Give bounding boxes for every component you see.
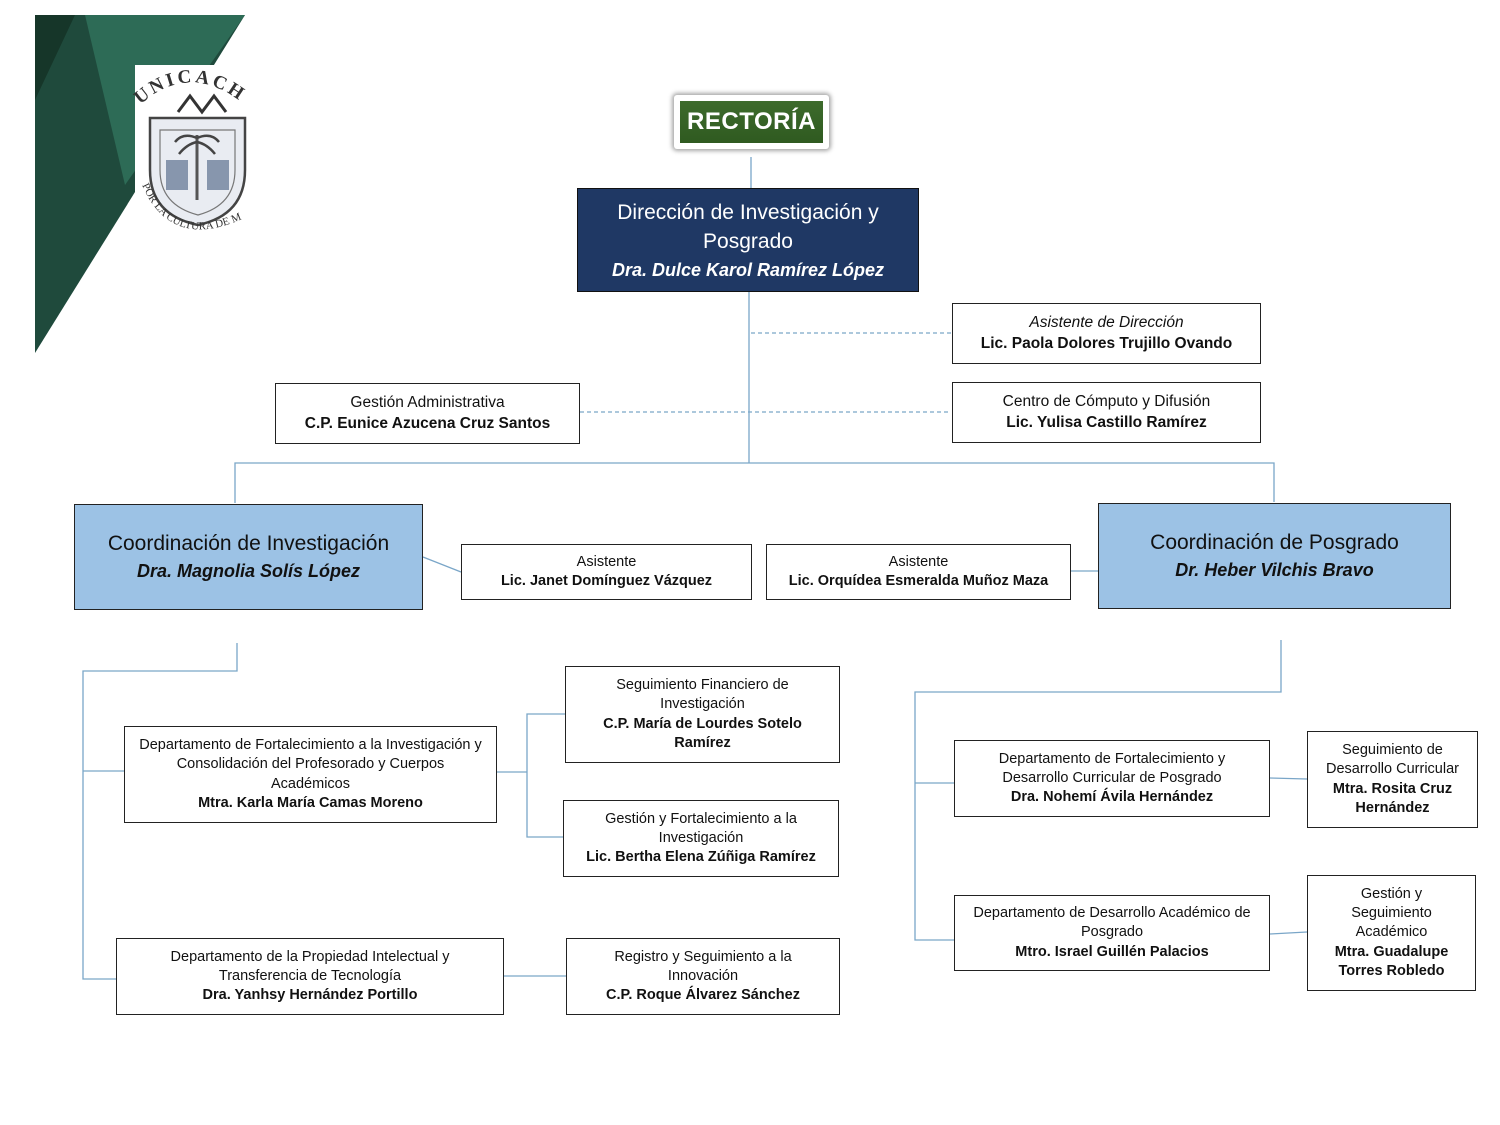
depto-propiedad-intelectual-title: Departamento de la Propiedad Intelectual… [170,948,450,984]
centro-computo-box: Centro de Cómputo y Difusión Lic. Yulisa… [952,382,1261,443]
asistente-direccion-title: Asistente de Dirección [1029,314,1184,332]
gestion-academico-title: Gestión y Seguimiento Académico [1351,886,1432,941]
asistente-investigacion-box: Asistente Lic. Janet Domínguez Vázquez [461,544,752,600]
asistente-posgrado-person: Lic. Orquídea Esmeralda Muñoz Maza [788,573,1049,589]
gestion-fortalecimiento-title: Gestión y Fortalecimiento a la Investiga… [605,810,797,846]
seguimiento-financiero-title: Seguimiento Financiero de Investigación [616,677,789,713]
gestion-fortalecimiento-person: Lic. Bertha Elena Zúñiga Ramírez [586,849,816,866]
registro-innovacion-title: Registro y Seguimiento a la Innovación [614,948,792,984]
gestion-academico-person: Mtra. Guadalupe Torres Robledo [1334,943,1449,979]
seguimiento-financiero-box: Seguimiento Financiero de Investigación … [565,666,840,763]
seguimiento-financiero-person: C.P. María de Lourdes Sotelo Ramírez [603,715,802,751]
depto-curricular-posgrado-person: Dra. Nohemí Ávila Hernández [1010,789,1214,806]
depto-propiedad-intelectual-box: Departamento de la Propiedad Intelectual… [116,938,504,1015]
registro-innovacion-person: C.P. Roque Álvarez Sánchez [606,987,800,1004]
unicach-logo: UNICACH POR LA CULTURA DE MI RAZA [30,10,270,353]
gestion-fortalecimiento-box: Gestión y Fortalecimiento a la Investiga… [563,800,839,877]
centro-computo-title: Centro de Cómputo y Difusión [1002,393,1211,411]
direccion-person: Dra. Dulce Karol Ramírez López [611,259,885,280]
asistente-investigacion-title: Asistente [576,553,637,570]
depto-fortalecimiento-investigacion-person: Mtra. Karla María Camas Moreno [198,794,423,811]
depto-academico-posgrado-title: Departamento de Desarrollo Académico de … [973,905,1251,941]
coordinacion-investigacion-person: Dra. Magnolia Solís López [136,560,361,581]
asistente-direccion-person: Lic. Paola Dolores Trujillo Ovando [980,334,1233,352]
depto-curricular-posgrado-title: Departamento de Fortalecimiento y Desarr… [998,750,1226,786]
depto-propiedad-intelectual-person: Dra. Yanhsy Hernández Portillo [202,987,418,1004]
depto-fortalecimiento-investigacion-box: Departamento de Fortalecimiento a la Inv… [124,726,497,823]
seguimiento-curricular-box: Seguimiento de Desarrollo Curricular Mtr… [1307,731,1478,828]
asistente-posgrado-box: Asistente Lic. Orquídea Esmeralda Muñoz … [766,544,1071,600]
gestion-administrativa-person: C.P. Eunice Azucena Cruz Santos [304,414,551,432]
gestion-administrativa-title: Gestión Administrativa [350,394,505,412]
depto-academico-posgrado-person: Mtro. Israel Guillén Palacios [1015,943,1209,960]
gestion-administrativa-box: Gestión Administrativa C.P. Eunice Azuce… [275,383,580,444]
depto-academico-posgrado-box: Departamento de Desarrollo Académico de … [954,895,1270,971]
coordinacion-investigacion-title: Coordinación de Investigación [107,532,390,556]
coordinacion-investigacion-box: Coordinación de Investigación Dra. Magno… [74,504,423,610]
asistente-investigacion-person: Lic. Janet Domínguez Vázquez [500,573,713,589]
rectoria-box: RECTORÍA [674,95,829,149]
depto-curricular-posgrado-box: Departamento de Fortalecimiento y Desarr… [954,740,1270,817]
seguimiento-curricular-title: Seguimiento de Desarrollo Curricular [1326,742,1459,778]
direccion-title: Dirección de Investigación y Posgrado [617,200,879,254]
seguimiento-curricular-person: Mtra. Rosita Cruz Hernández [1332,780,1453,816]
registro-innovacion-box: Registro y Seguimiento a la Innovación C… [566,938,840,1015]
gestion-academico-box: Gestión y Seguimiento Académico Mtra. Gu… [1307,875,1476,991]
coordinacion-posgrado-title: Coordinación de Posgrado [1150,531,1399,555]
rectoria-label: RECTORÍA [680,101,823,143]
coordinacion-posgrado-box: Coordinación de Posgrado Dr. Heber Vilch… [1098,503,1451,609]
direccion-box: Dirección de Investigación y Posgrado Dr… [577,188,919,292]
centro-computo-person: Lic. Yulisa Castillo Ramírez [1006,413,1207,431]
depto-fortalecimiento-investigacion-title: Departamento de Fortalecimiento a la Inv… [139,737,482,792]
coordinacion-posgrado-person: Dr. Heber Vilchis Bravo [1175,559,1374,580]
asistente-posgrado-title: Asistente [888,553,949,570]
asistente-direccion-box: Asistente de Dirección Lic. Paola Dolore… [952,303,1261,364]
